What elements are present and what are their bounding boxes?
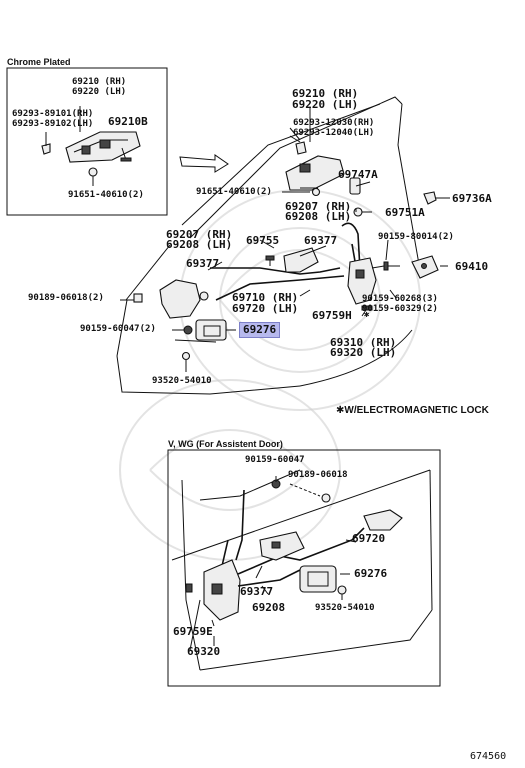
label-69736a: 69736A [452,192,492,205]
assist-door-drawing [171,469,433,671]
label-69207-rh-left: 69207 (RH) [166,228,233,241]
main-handle-drawing [285,141,345,197]
label-93520-54010: 93520-54010 [152,376,212,386]
label-bottom-93520-54010: 93520-54010 [315,603,375,613]
leader-lines [120,108,450,372]
label-69377-left: 69377 [186,257,220,270]
label-bottom-69377: 69377 [240,585,274,598]
label-main-69208-lh: 69208 (LH) [285,210,352,223]
label-bottom-69276: 69276 [354,567,388,580]
label-69710-rh: 69710 (RH) [232,291,299,304]
bottom-inset-title: V, WG (For Assistent Door) [168,439,283,449]
label-69208-lh-left: 69208 (LH) [166,238,233,251]
label-bottom-69759e: 69759E [173,625,213,638]
label-69293-89102: 69293-89102(LH) [12,119,94,129]
top-inset-frame [6,67,168,216]
bottom-inset-frame [167,449,441,687]
label-90189-06018: 90189-06018(2) [28,293,104,303]
label-bottom-90159-60047: 90159-60047 [245,455,305,465]
label-69410: 69410 [455,260,489,273]
label-69747a: 69747A [338,168,378,181]
label-69310-rh: 69310 (RH) [330,336,397,349]
label-bottom-69720: 69720 [352,532,386,545]
label-69720-lh: 69720 (LH) [232,302,299,315]
label-main-91651-40610: 91651-40610(2) [196,187,272,197]
top-inset-title: Chrome Plated [7,57,71,67]
label-bottom-69208: 69208 [252,601,286,614]
door-outline [116,96,421,395]
label-69210b: 69210B [108,115,148,128]
label-69276-highlighted[interactable]: 69276 [239,322,281,338]
lock-assembly-drawing [210,222,439,311]
electromagnetic-lock-note: ✱W/ELECTROMAGNETIC LOCK [336,405,489,416]
figure-number: 674560 [470,751,507,762]
label-main-69210-rh: 69210 (RH) [292,87,359,100]
label-69377-upper: 69377 [304,234,338,247]
inset-handle-drawing [41,106,141,186]
label-69210-rh: 69210 (RH) [72,77,127,87]
label-bottom-90189-06018: 90189-06018 [288,470,348,480]
label-90159-60268: 90159-60268(3) [362,294,438,304]
label-69293-12030: 69293-12030(RH) [293,118,375,128]
label-main-69207-rh: 69207 (RH) [285,200,352,213]
label-90159-60329: 90159-60329(2) [362,304,438,314]
label-main-69220-lh: 69220 (LH) [292,98,359,111]
label-bottom-69320: 69320 [187,645,221,658]
part-69736a-drawing [423,191,437,205]
label-91651-40610-inset: 91651-40610(2) [68,190,144,200]
label-69751a: 69751A [385,206,425,219]
label-69320-lh: 69320 (LH) [330,346,397,359]
label-90159-60047: 90159-60047(2) [80,324,156,334]
label-69220-lh: 69220 (LH) [72,87,127,97]
label-69293-12040: 69293-12040(LH) [293,128,375,138]
label-90159-80014: 90159-80014(2) [378,232,454,242]
inside-handle-drawing [133,279,227,361]
part-69747a-drawing [349,177,361,195]
label-69759h: 69759H [312,309,352,322]
star-mark: ✱ [364,310,370,320]
label-69755: 69755 [246,234,280,247]
reference-arrow [179,154,229,173]
label-69293-89101: 69293-89101(RH) [12,109,94,119]
